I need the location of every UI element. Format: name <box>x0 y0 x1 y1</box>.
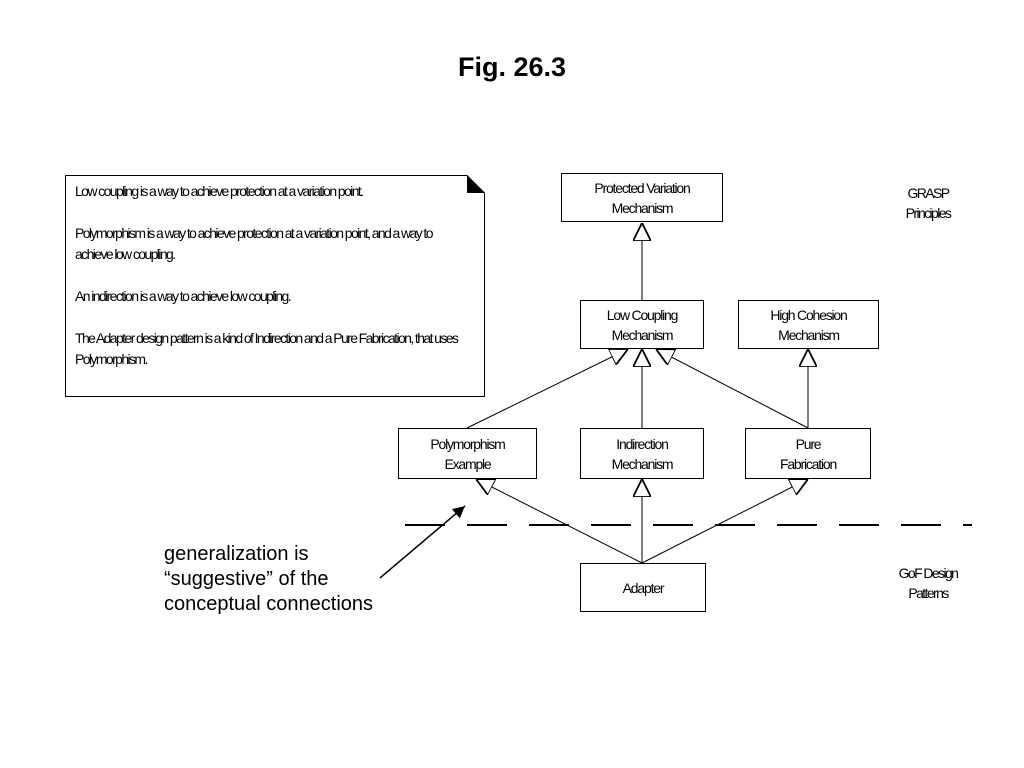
box-label: Fabrication <box>779 455 837 472</box>
side-label-line: Principles <box>905 205 952 221</box>
edge-adapter-purefabrication <box>641 479 808 564</box>
adapter-box: Adapter <box>580 563 706 612</box>
box-label: Mechanism <box>611 326 674 343</box>
callout-line: generalization is <box>164 543 309 565</box>
protected-variation-box: Protected Variation Mechanism <box>561 173 723 222</box>
figure-title: Fig. 26.3 <box>457 52 567 82</box>
note-box: Low coupling is a way to achieve protect… <box>65 175 485 397</box>
side-label-line: Patterns <box>908 585 949 601</box>
box-label: Example <box>444 455 491 472</box>
box-label: Polymorphism <box>430 435 506 452</box>
box-label: Protected Variation <box>594 179 690 196</box>
box-label: Mechanism <box>611 199 674 216</box>
edge-polymorphism-lowcoupling <box>466 349 628 429</box>
note-paragraph: Low coupling is a way to achieve protect… <box>75 183 364 199</box>
note-paragraph: An indirection is a way to achieve low c… <box>75 288 292 304</box>
box-label: Indirection <box>616 435 669 452</box>
side-label-line: GRASP <box>907 185 950 201</box>
box-label: Mechanism <box>611 455 674 472</box>
gof-design-patterns-label: GoF Design Patterns <box>866 563 990 603</box>
indirection-box: Indirection Mechanism <box>580 428 704 479</box>
high-cohesion-box: High Cohesion Mechanism <box>738 300 879 349</box>
box-label: Pure <box>795 435 822 452</box>
side-label-line: GoF Design <box>898 565 959 581</box>
box-label: Low Coupling <box>606 306 679 323</box>
callout-arrow <box>379 505 466 579</box>
box-label: Mechanism <box>778 326 840 343</box>
pure-fabrication-box: Pure Fabrication <box>745 428 871 479</box>
generalization-callout: generalization is “suggestive” of the co… <box>164 542 434 617</box>
polymorphism-box: Polymorphism Example <box>398 428 537 479</box>
callout-line: “suggestive” of the <box>164 568 329 590</box>
low-coupling-box: Low Coupling Mechanism <box>580 300 704 349</box>
edge-adapter-polymorphism <box>476 479 643 564</box>
note-paragraph: Polymorphism is a way to achieve protect… <box>75 225 434 262</box>
box-label: Adapter <box>622 579 665 596</box>
box-label: High Cohesion <box>770 306 847 323</box>
edge-purefabrication-lowcoupling <box>656 349 809 429</box>
note-paragraph: The Adapter design pattern is a kind of … <box>75 330 459 367</box>
grasp-principles-label: GRASP Principles <box>868 183 988 223</box>
callout-line: conceptual connections <box>164 593 374 615</box>
note-text: Low coupling is a way to achieve protect… <box>75 181 475 370</box>
note-frame <box>65 175 485 397</box>
